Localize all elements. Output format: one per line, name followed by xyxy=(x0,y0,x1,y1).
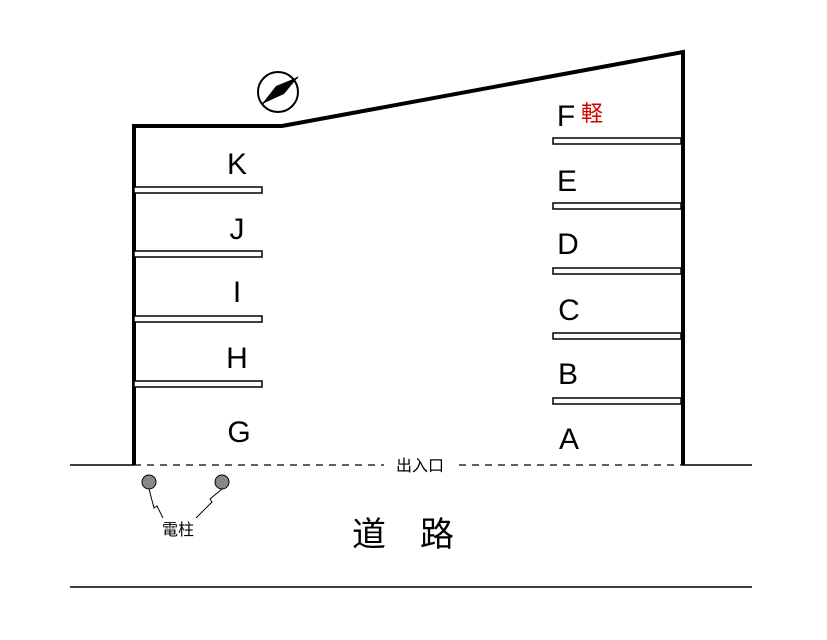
right-divider xyxy=(552,397,682,405)
slot-label-c: C xyxy=(558,294,580,327)
right-divider xyxy=(552,137,682,145)
pole-label: 電柱 xyxy=(162,520,194,539)
north-arrow-icon xyxy=(257,71,299,113)
slot-label-j: J xyxy=(230,213,245,246)
left-divider xyxy=(133,315,263,323)
right-divider xyxy=(552,202,682,210)
slot-label-i: I xyxy=(233,276,241,309)
right-divider xyxy=(552,267,682,275)
slot-label-b: B xyxy=(558,358,578,391)
slot-label-d: D xyxy=(557,228,579,261)
pole-leader-line xyxy=(195,488,223,519)
slot-label-f: F xyxy=(557,100,575,133)
right-divider xyxy=(552,332,682,340)
slot-label-k: K xyxy=(227,148,247,181)
slot-label-a: A xyxy=(559,423,579,456)
left-divider xyxy=(133,186,263,194)
entrance-label: 出入口 xyxy=(396,456,444,475)
entrance-label-bg xyxy=(384,456,456,474)
left-divider xyxy=(133,380,263,388)
road-label: 道 路 xyxy=(352,515,454,555)
lot-boundary xyxy=(132,49,685,465)
left-divider xyxy=(133,250,263,258)
pole-leader-line xyxy=(148,488,164,519)
slot-label-g: G xyxy=(227,416,250,449)
kei-car-mark: 軽 xyxy=(581,102,603,127)
utility-pole-icon xyxy=(214,474,230,490)
slot-label-h: H xyxy=(226,342,248,375)
utility-pole-icon xyxy=(141,474,157,490)
slot-label-e: E xyxy=(557,165,577,198)
